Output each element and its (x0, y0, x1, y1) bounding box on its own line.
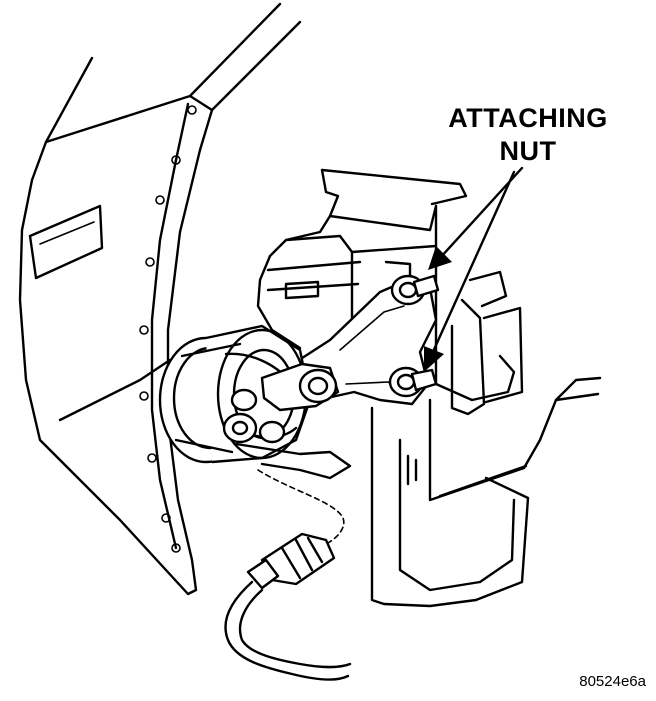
mounting-bracket (256, 168, 602, 608)
callout-label-line-1: ATTACHING (448, 103, 608, 133)
figure-id: 80524e6a (579, 673, 646, 690)
wiring-connector (224, 469, 352, 681)
attaching-nut-upper (390, 274, 440, 306)
callout-label: ATTACHING NUT (430, 102, 626, 168)
horn-assembly (158, 324, 352, 480)
callout-arrows (424, 166, 524, 372)
attaching-nut-lower (388, 366, 438, 398)
callout-label-line-2: NUT (499, 136, 557, 166)
fender-panel (18, 2, 302, 596)
